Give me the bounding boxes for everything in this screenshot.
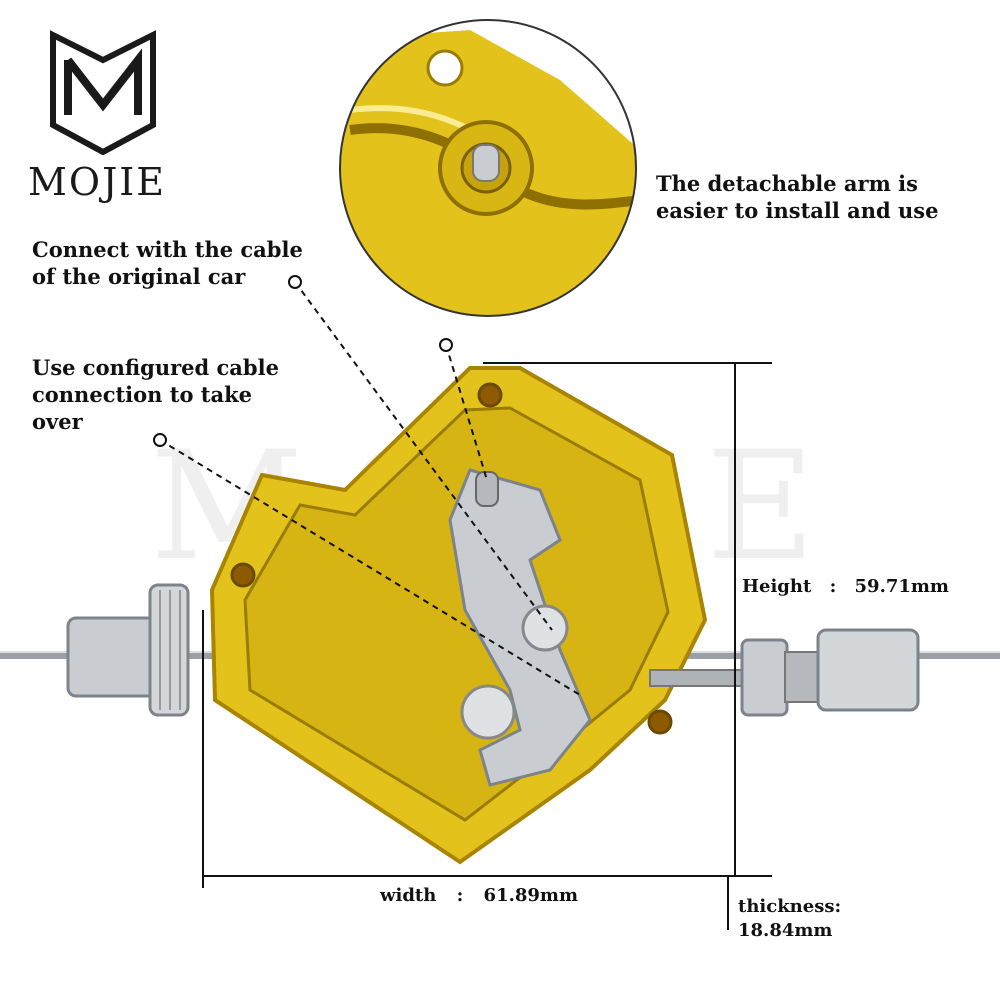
note-line: The detachable arm is [656,171,918,196]
height-label: Height [742,576,812,597]
detachable-arm-note: The detachable arm is easier to install … [656,170,939,224]
brand-name: MOJIE [28,160,167,204]
note-line: Connect with the cable [32,237,303,262]
thickness-value: 18.84mm [738,920,833,941]
height-dimension: Height : 59.71mm [742,575,949,599]
note-line: easier to install and use [656,198,939,223]
note-line: connection to take [32,382,252,407]
note-line: over [32,409,83,434]
separator: : [829,576,837,597]
thickness-dimension: thickness: 18.84mm [738,895,841,943]
right-cable-adjuster [649,628,920,717]
note-line: of the original car [32,264,246,289]
detail-zoom-circle [339,19,637,317]
separator: : [456,885,464,906]
thickness-label: thickness: [738,896,842,917]
pointer-lines [159,281,581,696]
mojie-logo [50,30,156,155]
height-value: 59.71mm [854,576,949,597]
left-cable-adjuster [66,583,190,717]
width-label: width [380,885,437,906]
note-line: Use configured cable [32,355,279,380]
silver-arm [448,468,592,787]
yellow-plate [209,366,708,865]
width-dimension: width : 61.89mm [380,884,578,908]
dimension-lines [202,362,772,930]
pointer-dots [153,275,453,447]
connect-cable-note: Connect with the cable of the original c… [32,236,303,290]
width-value: 61.89mm [483,885,579,906]
configured-cable-note: Use configured cable connection to take … [32,354,279,435]
